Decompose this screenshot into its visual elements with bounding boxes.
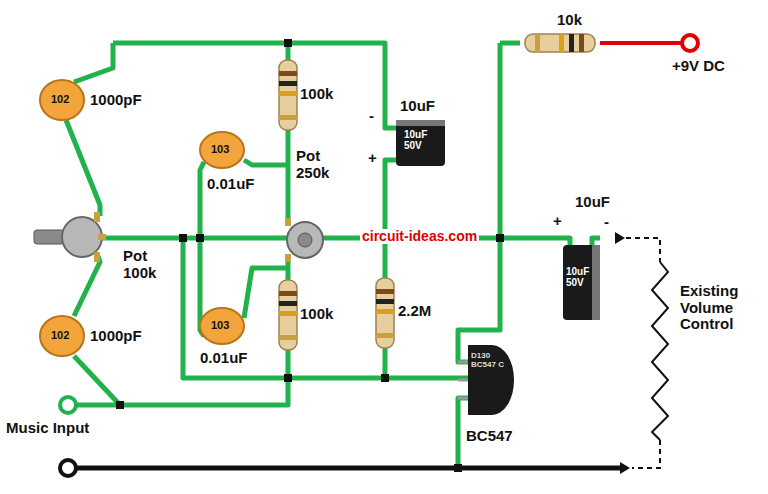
- volume-control: [615, 232, 625, 244]
- value-label: 2.2M: [398, 303, 431, 320]
- part-marking: 103: [211, 319, 229, 331]
- transistor: [458, 345, 514, 415]
- potentiometer: [94, 252, 100, 262]
- potentiometer: [94, 212, 100, 222]
- wire: [66, 43, 600, 468]
- ground-line: [60, 460, 76, 476]
- wire: [200, 162, 204, 238]
- electrolytic-capacitor: [592, 245, 600, 320]
- junction-dot: [179, 234, 187, 242]
- wire: [383, 348, 388, 378]
- potentiometer: [285, 218, 291, 226]
- electrolytic-capacitor: [396, 120, 445, 166]
- resistor: [376, 278, 394, 348]
- potentiometer: [287, 222, 323, 258]
- electrolytic-capacitor: [563, 245, 600, 320]
- volume-control: [652, 262, 668, 440]
- junction-dot: [284, 39, 292, 47]
- terminal-label: Music Input: [6, 420, 89, 437]
- potentiometer: [98, 234, 106, 240]
- polarity-mark: +: [368, 150, 377, 167]
- transistor: [458, 397, 468, 400]
- wire: [286, 130, 291, 222]
- volume-control: [632, 440, 660, 468]
- potentiometer: [34, 212, 323, 262]
- wire: [113, 43, 398, 128]
- electrolytic-capacitor: [396, 120, 600, 320]
- supply-wire: [600, 35, 698, 51]
- wire: [102, 236, 287, 241]
- polarity-mark: +: [553, 213, 562, 230]
- value-label: 10uF: [400, 98, 435, 115]
- part-label: Pot 250k: [296, 148, 342, 181]
- part-marking: 102: [51, 329, 69, 341]
- polarity-mark: -: [604, 214, 609, 231]
- potentiometer: [34, 230, 64, 244]
- part-label: BC547: [466, 428, 513, 445]
- input-terminal: [60, 397, 76, 413]
- junction-dot: [454, 464, 462, 472]
- value-label: 0.01uF: [200, 350, 248, 367]
- junction-dot: [116, 39, 504, 472]
- value-label: 10k: [557, 12, 582, 29]
- potentiometer: [62, 217, 102, 257]
- wire: [183, 238, 468, 378]
- part-marking: D130 BC547 C: [471, 352, 505, 370]
- ceramic-capacitor: [40, 80, 84, 120]
- junction-dot: [196, 234, 204, 242]
- ceramic-capacitor: [40, 80, 244, 356]
- resistor: [525, 34, 595, 52]
- supply-wire: [682, 35, 698, 51]
- ceramic-capacitor: [200, 308, 244, 344]
- part-marking: 102: [51, 93, 69, 105]
- volume-control: [615, 232, 668, 468]
- wire: [458, 43, 500, 362]
- wire: [66, 120, 100, 216]
- value-label: 100k: [300, 86, 333, 103]
- polarity-mark: -: [369, 108, 374, 125]
- supply-wire: [600, 41, 682, 45]
- wire: [74, 356, 120, 405]
- value-label: 10uF: [575, 194, 610, 211]
- wire: [74, 256, 100, 316]
- ground-line: [77, 466, 620, 471]
- junction-dot: [284, 374, 292, 382]
- volume-control: [626, 238, 660, 262]
- ceramic-capacitor: [40, 316, 84, 356]
- potentiometer: [285, 254, 291, 262]
- wire: [74, 43, 113, 82]
- part-marking: 10uF 50V: [566, 266, 592, 288]
- electrolytic-capacitor: [396, 120, 445, 126]
- potentiometer: [298, 233, 312, 247]
- value-label: 100k: [300, 306, 333, 323]
- wire: [592, 238, 600, 245]
- value-label: 1000pF: [90, 328, 142, 345]
- part-marking: 103: [211, 143, 229, 155]
- wire: [385, 160, 398, 278]
- resistor: [279, 280, 297, 350]
- watermark: circuit-ideas.com: [360, 229, 479, 244]
- part-label: Pot 100k: [123, 248, 169, 281]
- junction-dot: [116, 401, 124, 409]
- value-label: 0.01uF: [207, 176, 255, 193]
- wire: [244, 160, 288, 165]
- value-label: 1000pF: [90, 92, 142, 109]
- transistor: [468, 345, 514, 415]
- transistor: [458, 379, 468, 382]
- wire: [500, 41, 520, 46]
- ceramic-capacitor: [200, 132, 244, 168]
- part-label: Existing Volume Control: [680, 283, 764, 333]
- ground-line: [620, 462, 630, 474]
- junction-dot: [381, 374, 389, 382]
- part-marking: 10uF 50V: [404, 129, 438, 151]
- transistor: [458, 361, 468, 364]
- resistor: [279, 34, 595, 350]
- junction-dot: [496, 234, 504, 242]
- ground-line: [60, 460, 630, 476]
- terminal-label: +9V DC: [672, 58, 725, 75]
- resistor: [279, 60, 297, 130]
- input-terminal: [60, 397, 76, 413]
